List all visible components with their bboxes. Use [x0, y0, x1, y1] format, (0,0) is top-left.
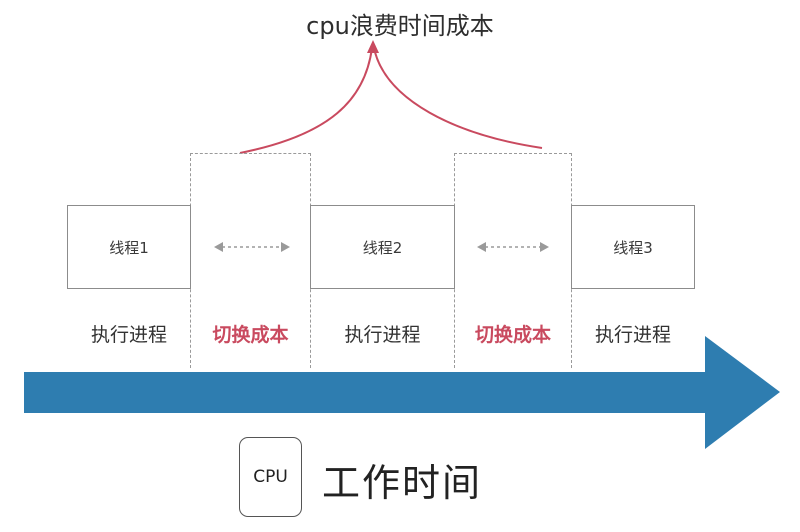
thread-label: 线程3	[613, 238, 653, 257]
phase-label-switch: 切换成本	[212, 324, 289, 346]
diagram-title: cpu浪费时间成本	[306, 12, 494, 40]
waste-curve-right	[373, 47, 543, 149]
thread-label: 线程2	[362, 238, 403, 257]
double-headed-dashed-arrow-icon	[214, 242, 290, 252]
thread-label: 线程1	[109, 238, 149, 257]
waste-curve-left	[239, 47, 373, 154]
thread-box-2: 线程2	[310, 205, 455, 289]
timeline-arrow-icon	[24, 336, 780, 449]
thread-box-1: 线程1	[67, 205, 191, 289]
phase-label-execute: 执行进程	[594, 324, 671, 346]
timeline-label: 工作时间	[322, 461, 483, 505]
phase-label-execute: 执行进程	[344, 324, 421, 346]
double-headed-dashed-arrow-icon	[477, 242, 549, 252]
phase-label-execute: 执行进程	[90, 324, 167, 346]
thread-box-3: 线程3	[571, 205, 695, 289]
arrowhead-icon	[367, 40, 379, 53]
cpu-badge: CPU	[239, 437, 302, 517]
phase-label-switch: 切换成本	[474, 324, 551, 346]
